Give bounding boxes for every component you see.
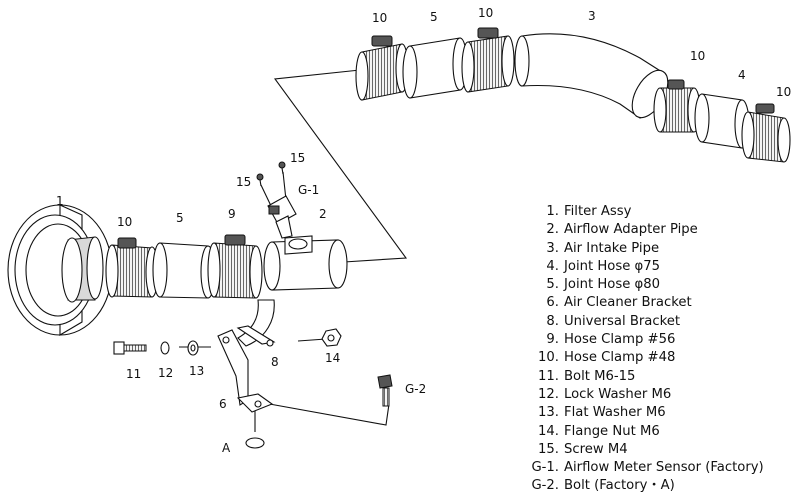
callout-10: 10 (478, 6, 493, 20)
legend-item-number: G-1. (531, 460, 559, 476)
legend-item-name: Airflow Meter Sensor (Factory) (564, 460, 764, 476)
legend-item-number: G-2. (531, 478, 559, 494)
legend-item: 15. Screw M4 (512, 441, 797, 459)
callout-11: 11 (126, 367, 141, 381)
legend-item: 9. Hose Clamp #56 (512, 331, 797, 349)
callout-5: 5 (176, 211, 184, 225)
lock-washer-12 (160, 341, 170, 355)
legend-item: 13. Flat Washer M6 (512, 404, 797, 422)
callout-14: 14 (325, 351, 340, 365)
airflow-meter-sensor (267, 195, 297, 239)
legend-item: 4. Joint Hose φ75 (512, 258, 797, 276)
callout-4: 4 (738, 68, 746, 82)
flat-washer-13 (187, 340, 199, 356)
air-intake-pipe (514, 33, 669, 119)
callout-8: 8 (271, 355, 279, 369)
legend-item-number: 9. (546, 332, 559, 348)
legend-item-name: Air Intake Pipe (564, 240, 660, 256)
callout-10: 10 (776, 85, 791, 99)
callout-10: 10 (690, 49, 705, 63)
legend-item: 12. Lock Washer M6 (512, 386, 797, 404)
hose-clamp-9 (207, 234, 263, 299)
legend-item-name: Air Cleaner Bracket (564, 295, 692, 311)
legend-item-name: Flat Washer M6 (564, 405, 666, 421)
screw-15b (278, 161, 286, 175)
legend-item-number: 10. (538, 350, 559, 366)
legend-item-name: Joint Hose φ75 (564, 258, 660, 274)
legend-item-number: 8. (546, 313, 559, 329)
legend-item-name: Filter Assy (564, 204, 632, 219)
legend-item: G-2. Bolt (Factory・A) (512, 477, 797, 495)
legend-item: 10. Hose Clamp #48 (512, 349, 797, 367)
airflow-adapter-pipe (263, 235, 348, 291)
callout-15: 15 (290, 151, 305, 165)
callout-12: 12 (158, 366, 173, 380)
hose-clamp-10-left (105, 237, 159, 298)
legend-item-number: 6. (546, 295, 559, 311)
callout-1: 1 (56, 194, 64, 208)
legend-item: 8. Universal Bracket (512, 313, 797, 331)
legend-item-number: 13. (538, 405, 559, 421)
callout-10: 10 (372, 11, 387, 25)
legend-item: G-1. Airflow Meter Sensor (Factory) (512, 459, 797, 477)
hose-clamp-10-right1 (653, 79, 701, 133)
universal-bracket-8 (236, 299, 276, 347)
legend-item: 6. Air Cleaner Bracket (512, 294, 797, 312)
callout-5: 5 (430, 10, 438, 24)
joint-hose-5-left (152, 242, 216, 299)
flange-nut-14 (321, 328, 342, 347)
callout-9: 9 (228, 207, 236, 221)
callout-3: 3 (588, 9, 596, 23)
legend-item-number: 5. (546, 277, 559, 293)
legend-item: 14. Flange Nut M6 (512, 423, 797, 441)
legend-item-number: 14. (538, 423, 559, 439)
legend-item-number: 3. (546, 240, 559, 256)
joint-hose-5-top (402, 37, 468, 99)
legend-item-number: 15. (538, 441, 559, 457)
legend-item-name: Screw M4 (564, 441, 628, 457)
parts-legend: 1. Filter Assy 2. Airflow Adapter Pipe 3. Air… (512, 203, 797, 496)
legend-item-number: 1. (546, 204, 559, 219)
legend-item-number: 4. (546, 258, 559, 274)
screw-15a (256, 173, 264, 187)
legend-item-name: Hose Clamp #48 (564, 350, 676, 366)
callout-13: 13 (189, 364, 204, 378)
legend-item-number: 12. (538, 386, 559, 402)
legend-item-name: Hose Clamp #56 (564, 332, 676, 348)
callout-10: 10 (117, 215, 132, 229)
bolt-g2 (377, 374, 393, 407)
hose-clamp-10-right2 (741, 103, 791, 163)
callout-g1: G-1 (298, 183, 319, 197)
legend-item: 3. Air Intake Pipe (512, 240, 797, 258)
joint-hose-4 (694, 93, 750, 149)
legend-item-name: Airflow Adapter Pipe (564, 222, 698, 238)
callout-labels: 1 10 5 10 3 10 4 10 15 15 G-1 2 10 5 9 1… (56, 6, 791, 455)
legend-item-name: Universal Bracket (564, 313, 681, 329)
callout-6: 6 (219, 397, 227, 411)
hose-clamp-10-top2 (461, 27, 515, 93)
hose-clamp-10-top1 (355, 35, 409, 101)
legend-item: 1. Filter Assy (512, 203, 797, 221)
callout-a: A (222, 441, 231, 455)
filter-assy (7, 204, 113, 336)
legend-item-number: 2. (546, 222, 559, 238)
callout-g2: G-2 (405, 382, 426, 396)
legend-item: 5. Joint Hose φ80 (512, 276, 797, 294)
legend-item-name: Bolt (Factory・A) (564, 478, 675, 494)
legend-item: 2. Airflow Adapter Pipe (512, 221, 797, 239)
legend-item: 11. Bolt M6-15 (512, 368, 797, 386)
legend-item-name: Bolt M6-15 (564, 368, 636, 384)
legend-item-name: Lock Washer M6 (564, 386, 672, 402)
bolt-11 (113, 341, 147, 355)
legend-item-name: Flange Nut M6 (564, 423, 660, 439)
callout-15: 15 (236, 175, 251, 189)
mount-point-a (245, 437, 265, 449)
legend-item-number: 11. (538, 368, 559, 384)
air-cleaner-bracket-6 (217, 329, 274, 413)
legend-item-name: Joint Hose φ80 (564, 277, 660, 293)
callout-2: 2 (319, 207, 327, 221)
